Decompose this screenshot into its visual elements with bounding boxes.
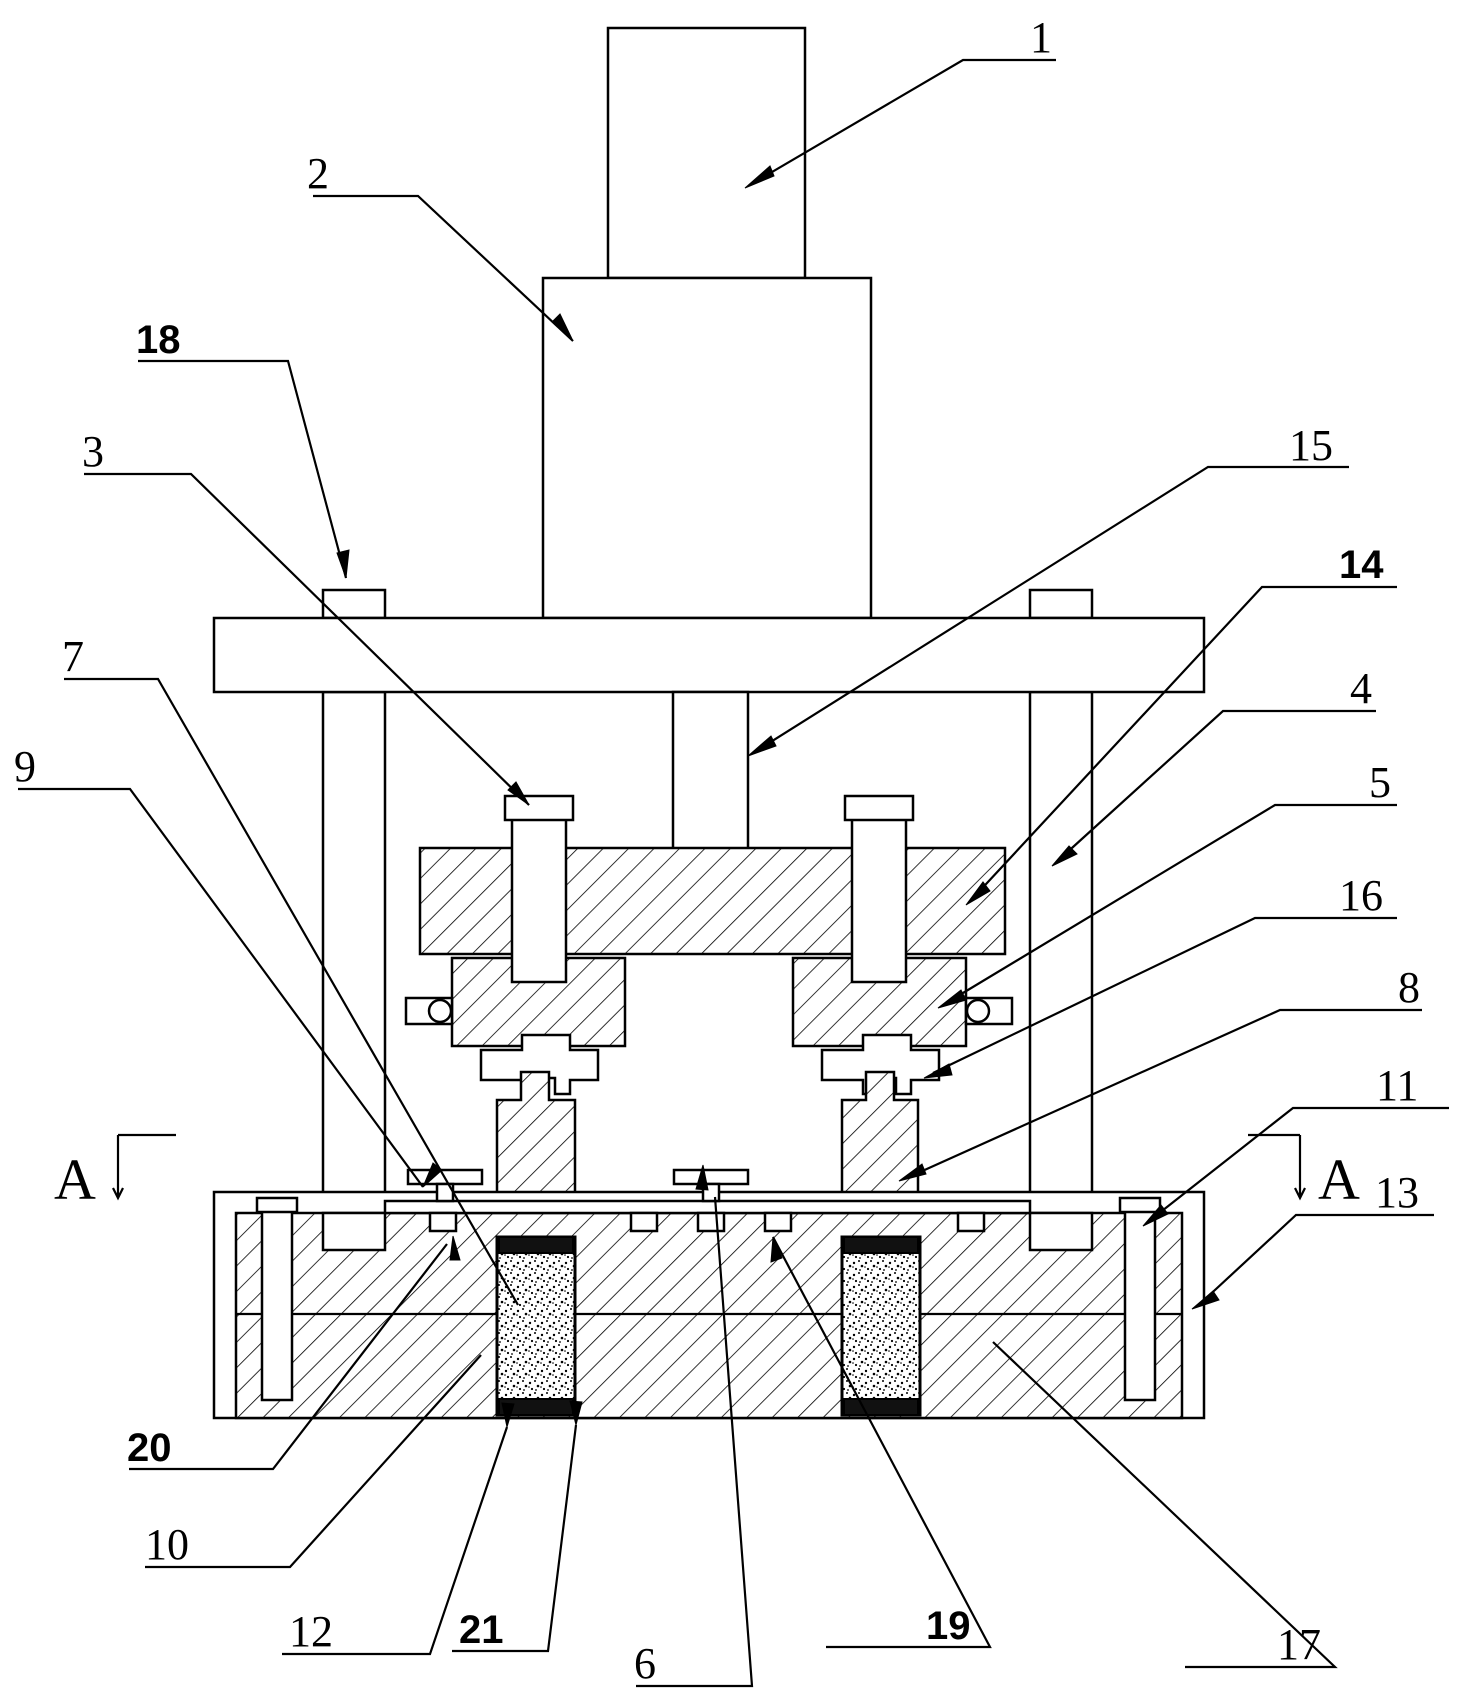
pin-left <box>510 816 568 984</box>
post-cap-right <box>1028 588 1094 620</box>
callout-7: 7 <box>62 632 84 681</box>
bolt-right <box>1123 1200 1157 1402</box>
callout-1: 1 <box>1030 13 1052 62</box>
callout-11: 11 <box>1376 1061 1418 1110</box>
callout-6: 6 <box>634 1639 656 1688</box>
locator-2 <box>629 1211 659 1233</box>
workpiece-sheet <box>383 1199 1032 1215</box>
callout-17: 17 <box>1277 1620 1321 1669</box>
callout-16: 16 <box>1339 871 1383 920</box>
knob-center <box>672 1168 750 1186</box>
callout-12: 12 <box>289 1607 333 1656</box>
motor-1 <box>606 26 807 280</box>
callout-18: 18 <box>136 318 181 362</box>
section-mark-right: A <box>1318 1147 1360 1212</box>
band-right-bottom <box>843 1398 919 1416</box>
locator-1 <box>428 1211 458 1233</box>
elastic-body-right <box>840 1235 922 1417</box>
callout-3: 3 <box>82 427 104 476</box>
callout-19: 19 <box>926 1604 971 1648</box>
top-plate <box>212 616 1206 694</box>
callout-8: 8 <box>1398 963 1420 1012</box>
callout-13: 13 <box>1375 1168 1419 1217</box>
post-socket-left <box>321 1211 387 1252</box>
bolt-left-head <box>255 1196 299 1214</box>
base-block-17 <box>234 1211 1184 1420</box>
callout-14: 14 <box>1339 543 1384 587</box>
cylinder-2 <box>541 276 873 620</box>
band-left-top <box>498 1236 574 1254</box>
arrowheads <box>336 165 1220 1428</box>
locator-5 <box>956 1211 986 1233</box>
callout-15: 15 <box>1289 421 1333 470</box>
pin-right <box>850 816 908 984</box>
elastic-body-left <box>495 1235 577 1417</box>
bolt-right-head <box>1118 1196 1162 1214</box>
callout-21: 21 <box>459 1608 504 1652</box>
section-mark-left: A <box>54 1147 96 1212</box>
leader-lines <box>18 58 1449 1688</box>
callout-4: 4 <box>1350 664 1372 713</box>
callout-2: 2 <box>307 149 329 198</box>
bolt-left <box>260 1200 294 1402</box>
locator-3 <box>696 1211 726 1233</box>
moving-plate-14 <box>418 846 1007 956</box>
side-screw-right <box>964 996 1014 1026</box>
post-socket-right <box>1028 1211 1094 1252</box>
band-right-top <box>843 1236 919 1254</box>
guide-post-right <box>1028 690 1094 1252</box>
side-screw-left <box>404 996 454 1026</box>
pin-left-head <box>503 794 575 822</box>
adapter-right <box>820 1033 941 1096</box>
guide-post-left <box>321 690 387 1252</box>
callout-9: 9 <box>14 742 36 791</box>
callout-10: 10 <box>145 1520 189 1569</box>
locator-4 <box>763 1211 793 1233</box>
callout-5: 5 <box>1369 758 1391 807</box>
pin-right-head <box>843 794 915 822</box>
section-arrow-left <box>112 1133 176 1201</box>
section-arrow-right <box>1248 1133 1306 1201</box>
callout-20: 20 <box>127 1426 172 1470</box>
